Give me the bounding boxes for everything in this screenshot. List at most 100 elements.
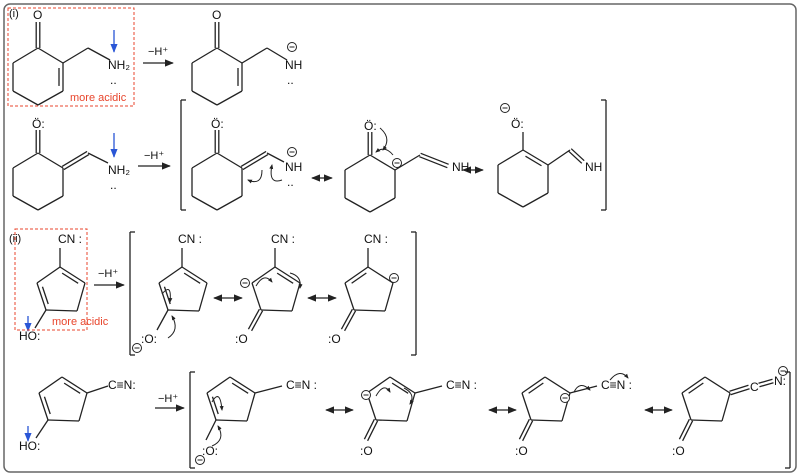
curved-arrow-icon (403, 387, 414, 405)
highlight-box-ii (14, 228, 88, 331)
double-bond (340, 308, 353, 330)
cyclopentadienolate-bond (229, 376, 256, 394)
cyclopentadiene-bond (59, 266, 86, 284)
atom-O: :O (360, 444, 373, 458)
cyclohexanone-bond (369, 197, 396, 213)
double-bond (522, 420, 534, 442)
double-bond (420, 152, 449, 165)
curved-arrow-icon (247, 169, 263, 184)
cyclopentenone-bond (353, 309, 386, 312)
cyclohexenone-bond (216, 47, 243, 64)
double-bond (344, 310, 357, 332)
double-bond (729, 384, 749, 392)
cyclopentenone-bond (690, 419, 723, 422)
double-bond (730, 388, 750, 396)
curved-arrow-icon (379, 127, 388, 151)
cyclopentadiene-bond (38, 376, 63, 394)
bond (86, 385, 109, 394)
bonds-layer (12, 22, 791, 469)
cyclopentadienolate-bond (206, 392, 217, 421)
cyclohexanone-bond (37, 152, 64, 169)
cyclopentenone-double-bond (528, 382, 544, 394)
cyclohexenone-bond (216, 90, 243, 106)
cyclopentadienolate-bond (206, 376, 231, 394)
cyclopentadienolate-bond (215, 419, 248, 422)
section-label-i: (i) (9, 8, 19, 20)
cyclopentenone-bond (384, 282, 394, 312)
atom-O: :O (328, 332, 341, 346)
curved-arrow-icon (211, 425, 222, 447)
atom-O: Ö: (32, 117, 45, 131)
cyclopentenone-bond (274, 266, 301, 284)
curved-arrow-icon (161, 289, 173, 303)
bond (205, 419, 217, 441)
cyclopentenone-bond (681, 376, 706, 394)
double-bond (419, 156, 448, 169)
cyclopentenone-double-bond (351, 272, 367, 284)
cyclohexanone-bond (191, 195, 218, 211)
bond (62, 47, 89, 64)
atom-O: Ö: (511, 117, 524, 131)
atom-N: N: (774, 374, 786, 388)
lone-pair: .. (110, 178, 117, 192)
atom-CN: CN : (271, 232, 295, 246)
cyclopentenone-double-bond (688, 382, 704, 394)
cyclohexenolate-bond (522, 149, 549, 166)
atom-NH: NH (585, 160, 602, 174)
cyclohexenolate-bond (522, 192, 549, 208)
bond (87, 152, 109, 164)
double-bond (570, 148, 585, 162)
cyclopentadiene-double-bond (63, 382, 81, 394)
curved-arrow-icon (269, 164, 283, 182)
cyclohexanone-bond (216, 152, 243, 169)
curved-arrow-icon (255, 277, 273, 287)
curved-arrow-icon (289, 272, 303, 289)
cyclopentadiene-bond (78, 392, 88, 422)
cyclohexanone-bond (344, 197, 371, 213)
cyclopentadienolate-double-bond (231, 382, 249, 394)
cyclopentadienolate-bond (158, 282, 169, 311)
cyclohexanone-bond (191, 152, 218, 169)
double-bond (518, 418, 530, 440)
cyclopentenone-bond (375, 419, 408, 422)
cyclopentenone-double-bond (276, 272, 294, 284)
cyclohexanone-bond (344, 154, 371, 171)
atom-NH: NH (452, 160, 469, 174)
double-bond (367, 420, 379, 442)
atom-nitrile: C≡N : (286, 378, 317, 392)
cyclohexenone-bond (37, 90, 64, 106)
atom-nitrile: C≡N : (446, 378, 477, 392)
atom-O-anion: :O: (141, 332, 157, 346)
cyclopentenone-double-bond (391, 382, 409, 394)
bond (35, 419, 49, 439)
cyclopentadiene-bond (47, 419, 80, 422)
atom-O: :O (515, 444, 528, 458)
curved-arrow-icon (375, 147, 394, 156)
bond (156, 309, 169, 331)
cyclopentadienolate-bond (198, 282, 208, 312)
annotation-more-acidic-ii: more acidic (52, 316, 109, 328)
cyclopentenone-bond (251, 266, 276, 284)
double-bond (251, 310, 264, 332)
cyclohexanone-bond (216, 195, 243, 211)
atom-nitrile: C≡N : (601, 378, 632, 392)
atom-O: Ö: (211, 117, 224, 131)
cyclohexanone-bond (12, 152, 39, 169)
cyclopentenone-bond (521, 376, 546, 394)
bond (266, 47, 288, 61)
double-bond (682, 420, 694, 442)
bond (34, 309, 47, 329)
cyclohexenone-bond (191, 47, 218, 64)
lone-pair: .. (287, 175, 294, 189)
annotation-more-acidic-i: more acidic (70, 92, 127, 104)
cyclohexenone-bond (191, 90, 218, 106)
bond (254, 385, 283, 394)
cyclopentadienolate-double-bond (183, 272, 201, 284)
cyclopentenone-bond (544, 376, 571, 394)
cyclopentenone-bond (251, 282, 262, 311)
cyclopentenone-bond (344, 282, 355, 311)
highlight-box-i (7, 7, 135, 107)
cyclopentadiene-bond (45, 309, 78, 312)
reagent-label: −H⁺ (98, 268, 118, 280)
cyclohexenone-bond (12, 47, 39, 64)
